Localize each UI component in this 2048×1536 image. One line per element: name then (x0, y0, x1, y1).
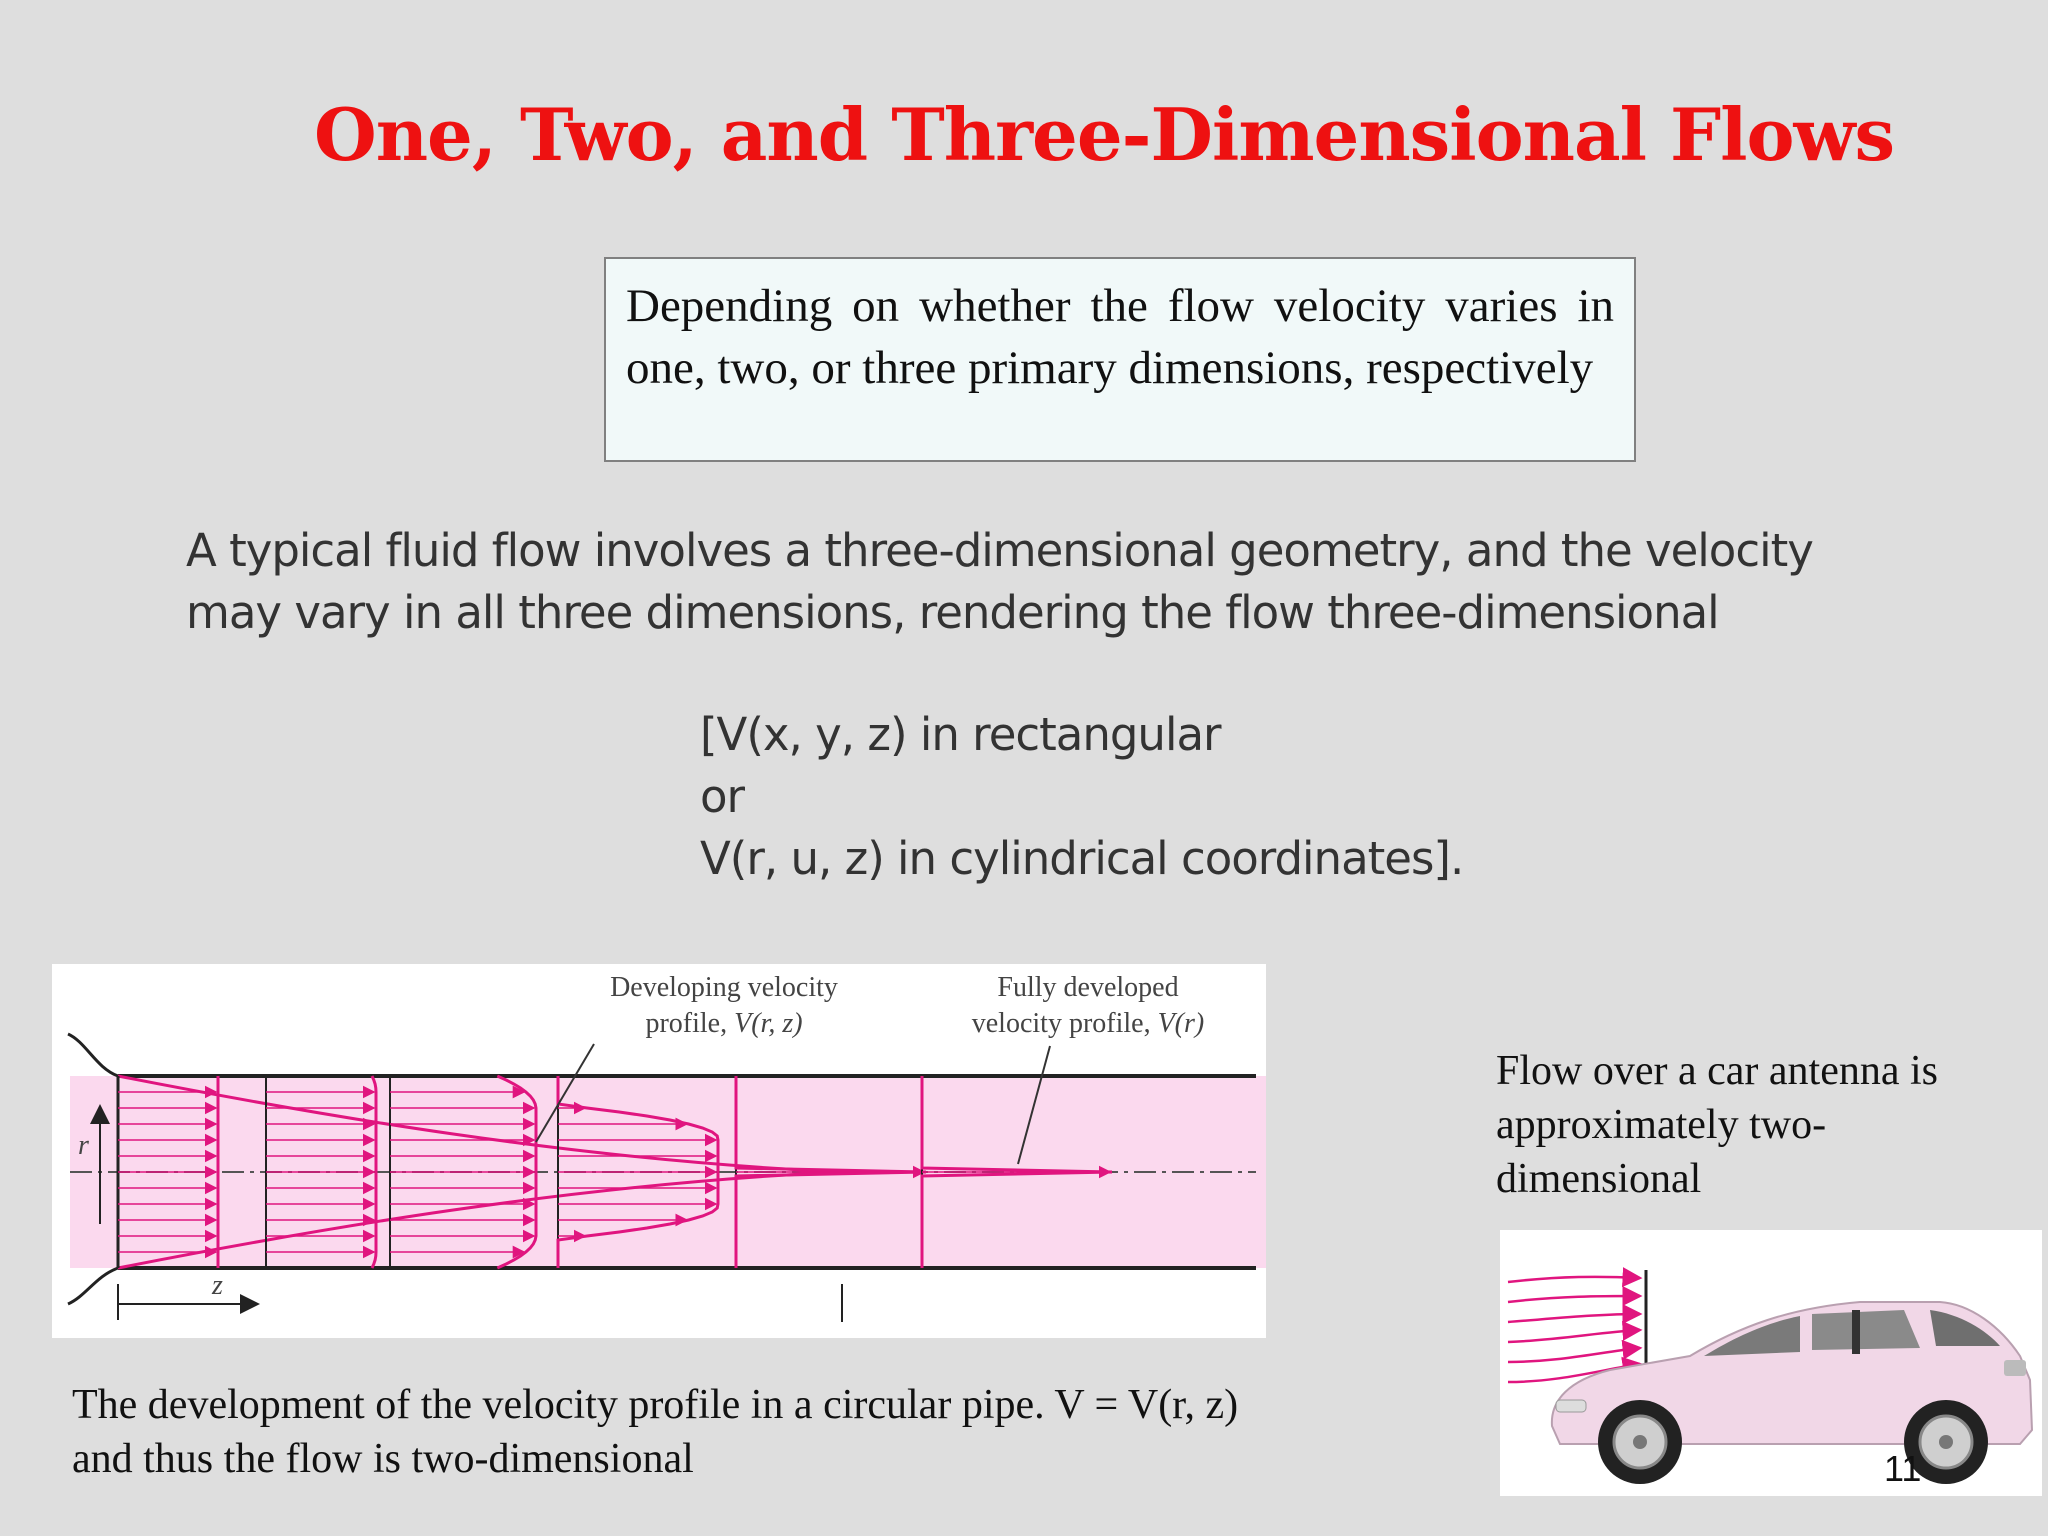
rear-wheel (1904, 1400, 1988, 1484)
streamlines (1507, 1267, 1643, 1384)
definition-text: Depending on whether the flow velocity v… (626, 280, 1614, 394)
coord-line-3: V(r, u, z) in cylindrical coordinates]. (700, 832, 1464, 885)
body-line-1: A typical fluid flow involves a three-di… (186, 524, 1814, 577)
pipe-flow-diagram: r z Developing velocity profile, V(r, z)… (67, 972, 1310, 1322)
z-axis-label: z (211, 1270, 223, 1301)
coord-line-2: or (700, 770, 745, 823)
car-figure-caption: Flow over a car antenna is approximately… (1496, 1044, 2016, 1206)
front-wheel (1598, 1400, 1682, 1484)
car-illustration (1507, 1267, 2034, 1484)
car-caption-line-2: approximately two- (1496, 1102, 1827, 1148)
car-caption-line-3: dimensional (1496, 1156, 1702, 1202)
profile-envelope (920, 1076, 1113, 1268)
r-axis-label: r (78, 1130, 89, 1161)
car-window-rear (1812, 1310, 1920, 1350)
coordinate-notation: [V(x, y, z) in rectangular or V(r, u, z)… (700, 704, 1464, 890)
page-number: 11 (1884, 1448, 1922, 1489)
pipe-caption-line-2: and thus the flow is two-dimensional (72, 1436, 694, 1482)
profile-envelope (496, 1074, 538, 1270)
body-line-2: may vary in all three dimensions, render… (186, 586, 1720, 639)
pipe-figure-caption: The development of the velocity profile … (72, 1378, 1372, 1486)
pipe-inlet-bottom (67, 1266, 119, 1306)
pipe-caption-line-1: The development of the velocity profile … (72, 1382, 1239, 1428)
leader-developing (535, 1043, 595, 1143)
pipe-inlet-top (67, 1032, 119, 1078)
label-developing-2: profile, V(r, z) (645, 1008, 802, 1039)
profile-envelope (556, 1076, 720, 1268)
leader-developed (1017, 1045, 1051, 1165)
car-window-back (1930, 1310, 2000, 1346)
label-developed-1: Fully developed (997, 972, 1178, 1003)
pipe-flow-figure: r z Developing velocity profile, V(r, z)… (52, 964, 1310, 1338)
car-caption-line-1: Flow over a car antenna is (1496, 1048, 1939, 1094)
body-paragraph: A typical fluid flow involves a three-di… (186, 520, 1906, 644)
coord-line-1: [V(x, y, z) in rectangular (700, 708, 1222, 761)
slide-title: One, Two, and Three-Dimensional Flows (313, 92, 1895, 177)
definition-box: Depending on whether the flow velocity v… (604, 257, 1636, 462)
car-antenna-figure (1500, 1230, 2042, 1496)
profile-envelope (370, 1075, 378, 1269)
velocity-profiles (116, 1074, 1113, 1270)
car-window-front (1704, 1316, 1800, 1356)
label-developing-1: Developing velocity (610, 972, 838, 1003)
label-developed-2: velocity profile, V(r) (972, 1008, 1204, 1039)
